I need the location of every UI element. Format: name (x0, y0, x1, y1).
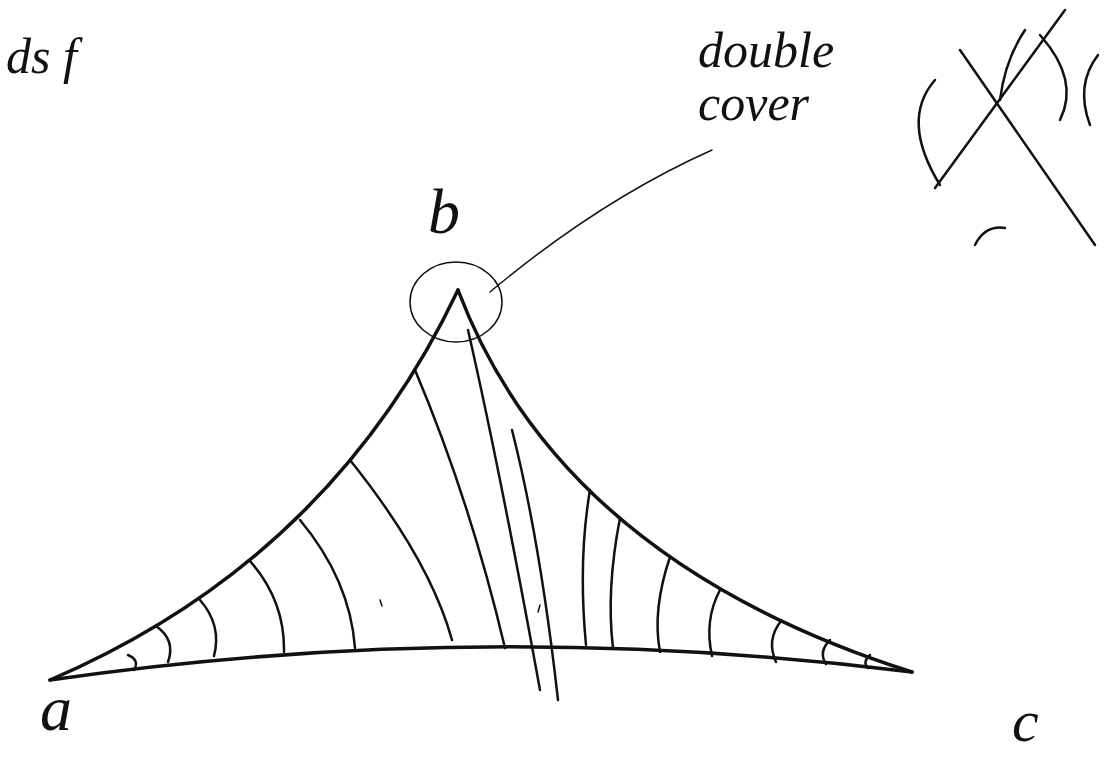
cut-off-note: ds f (6, 30, 77, 83)
vertex-label: b (428, 178, 460, 245)
vertex-label: c (1012, 690, 1039, 753)
vertex-label: a (40, 675, 72, 742)
annotation-note: double cover (698, 24, 848, 129)
